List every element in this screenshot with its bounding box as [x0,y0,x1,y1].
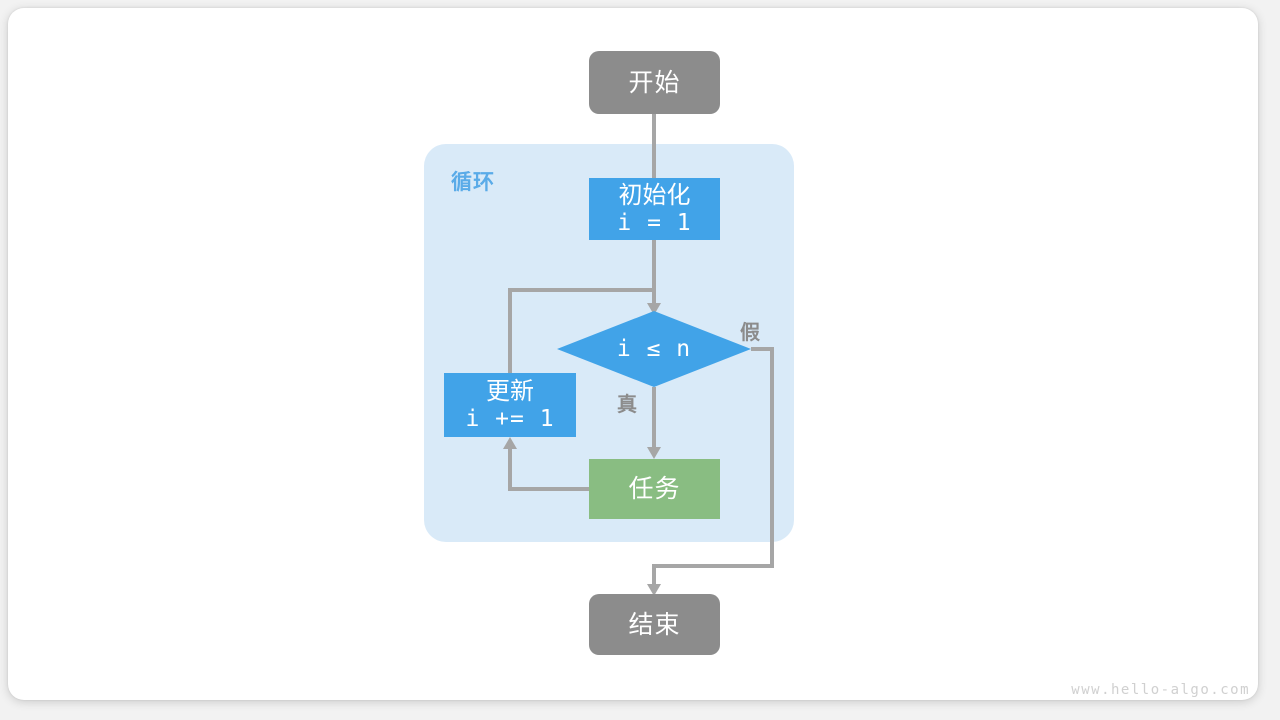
loop-container-label: 循环 [451,170,495,194]
node-end[interactable]: 结束 [589,594,720,655]
node-update-label-line1: 更新 [486,377,534,406]
node-update[interactable]: 更新 i += 1 [444,373,576,437]
node-task-label: 任务 [628,474,681,504]
node-init-label-line1: 初始化 [618,181,691,210]
watermark: www.hello-algo.com [1071,682,1250,698]
node-condition[interactable]: i ≤ n [557,311,751,387]
node-condition-label: i ≤ n [616,336,692,362]
node-end-label: 结束 [628,609,681,639]
node-start-label: 开始 [628,67,681,97]
diagram-card: 循环 [8,8,1258,700]
node-init[interactable]: 初始化 i = 1 [589,178,720,240]
node-start[interactable]: 开始 [589,51,720,114]
diagram-stage: 循环 [8,8,1258,700]
node-task[interactable]: 任务 [589,459,720,519]
edge-label-true: 真 [617,392,637,416]
node-update-label-line2: i += 1 [465,405,555,432]
node-init-label-line2: i = 1 [617,209,692,236]
diamond-shape [557,311,751,387]
edge-label-false: 假 [740,320,760,344]
